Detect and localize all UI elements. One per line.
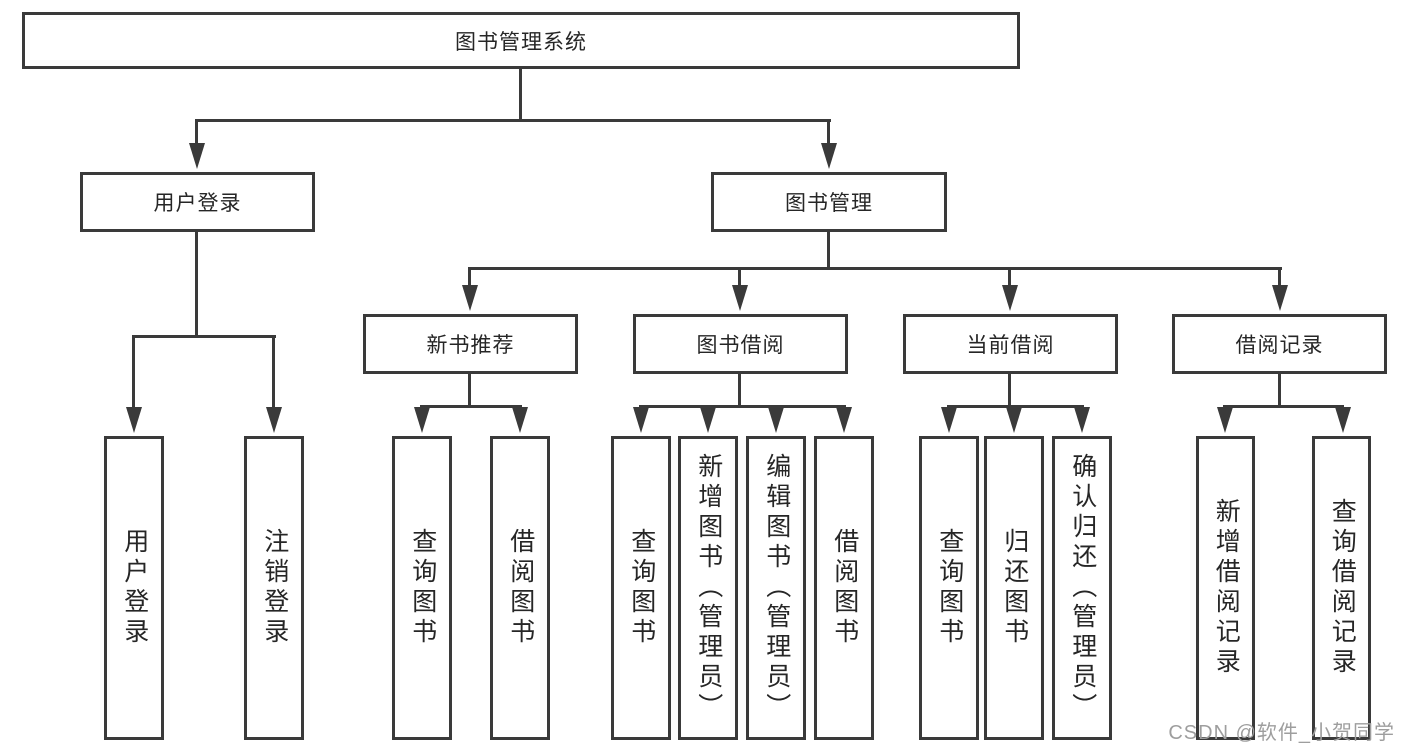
arrowhead-g4-leaf1 (941, 407, 957, 433)
node-user-login-branch-label: 用户登录 (153, 192, 242, 215)
leaf-user-login-label: 用户登录 (120, 528, 149, 648)
leaf-borrow-books-label: 借阅图书 (830, 528, 859, 648)
leaf-query-books-current: 查询图书 (919, 436, 979, 740)
connector-g3-rail (639, 405, 846, 408)
leaf-query-books-recommend-label: 查询图书 (408, 528, 437, 648)
arrowhead-g4-leaf2 (1006, 407, 1022, 433)
leaf-query-borrow-record-label: 查询借阅记录 (1328, 498, 1357, 678)
leaf-borrow-books-recommend-label: 借阅图书 (506, 528, 535, 648)
connector-g4-stem (1008, 374, 1011, 408)
node-book-borrow-label: 图书借阅 (696, 334, 785, 357)
arrowhead-g2-leaf2 (512, 407, 528, 433)
node-new-book-recommend-label: 新书推荐 (426, 334, 515, 357)
leaf-edit-books-admin-label: 编辑图书（管理员） (762, 453, 791, 723)
node-book-mgmt-branch: 图书管理 (711, 172, 947, 232)
leaf-borrow-books-recommend: 借阅图书 (490, 436, 550, 740)
arrowhead-user-login (189, 143, 205, 169)
leaf-query-books-borrow-label: 查询图书 (627, 528, 656, 648)
arrowhead-g4-leaf3 (1074, 407, 1090, 433)
leaf-add-borrow-record-label: 新增借阅记录 (1212, 498, 1241, 678)
leaf-edit-books-admin: 编辑图书（管理员） (746, 436, 806, 740)
connector-arrow-book-borrow-line (738, 267, 741, 289)
leaf-add-books-admin: 新增图书（管理员） (678, 436, 738, 740)
node-borrow-records-label: 借阅记录 (1235, 334, 1324, 357)
connector-arrow-borrow-records-line (1278, 267, 1281, 289)
connector-arrow-book-mgmt-line (827, 119, 830, 147)
connector-arrow-user-login-line (195, 119, 198, 147)
leaf-query-books-recommend: 查询图书 (392, 436, 452, 740)
node-current-borrow-label: 当前借阅 (966, 334, 1055, 357)
arrowhead-borrow-records (1272, 285, 1288, 311)
connector-g3-stem (738, 374, 741, 408)
node-user-login-branch: 用户登录 (80, 172, 315, 232)
connector-arrow-leaf-login-line (132, 335, 135, 409)
arrowhead-g3-leaf3 (768, 407, 784, 433)
leaf-user-login: 用户登录 (104, 436, 164, 740)
connector-root-stem (519, 68, 522, 121)
arrowhead-g3-leaf4 (836, 407, 852, 433)
node-book-borrow: 图书借阅 (633, 314, 848, 374)
arrowhead-g3-leaf1 (633, 407, 649, 433)
leaf-add-borrow-record: 新增借阅记录 (1196, 436, 1255, 740)
leaf-return-books-label: 归还图书 (1000, 528, 1029, 648)
leaf-confirm-return-admin-label: 确认归还（管理员） (1068, 453, 1097, 723)
arrowhead-g2-leaf1 (414, 407, 430, 433)
leaf-confirm-return-admin: 确认归还（管理员） (1052, 436, 1112, 740)
leaf-query-books-current-label: 查询图书 (935, 528, 964, 648)
leaf-query-borrow-record: 查询借阅记录 (1312, 436, 1371, 740)
leaf-logout-label: 注销登录 (260, 528, 289, 648)
csdn-watermark: CSDN @软件_小贺同学 (1168, 722, 1395, 744)
leaf-borrow-books: 借阅图书 (814, 436, 874, 740)
node-borrow-records: 借阅记录 (1172, 314, 1387, 374)
arrowhead-leaf-logout (266, 407, 282, 433)
connector-g5-rail (1223, 405, 1344, 408)
connector-user-login-stem (195, 232, 198, 338)
connector-book-mgmt-stem (827, 232, 830, 270)
node-current-borrow: 当前借阅 (903, 314, 1118, 374)
connector-arrow-new-book-line (468, 267, 471, 289)
leaf-add-books-admin-label: 新增图书（管理员） (694, 453, 723, 723)
arrowhead-current-borrow (1002, 285, 1018, 311)
arrowhead-book-mgmt (821, 143, 837, 169)
connector-g2-stem (468, 374, 471, 408)
arrowhead-g5-leaf1 (1217, 407, 1233, 433)
node-root-label: 图书管理系统 (455, 30, 587, 54)
connector-g4-rail (947, 405, 1084, 408)
connector-user-login-rail (132, 335, 276, 338)
arrowhead-book-borrow (732, 285, 748, 311)
connector-arrow-leaf-logout-line (272, 335, 275, 409)
leaf-return-books: 归还图书 (984, 436, 1044, 740)
arrowhead-g3-leaf2 (700, 407, 716, 433)
leaf-query-books-borrow: 查询图书 (611, 436, 671, 740)
arrowhead-leaf-login (126, 407, 142, 433)
node-new-book-recommend: 新书推荐 (363, 314, 578, 374)
arrowhead-g5-leaf2 (1335, 407, 1351, 433)
node-book-mgmt-branch-label: 图书管理 (785, 192, 873, 215)
connector-level1-rail (195, 119, 831, 122)
connector-arrow-current-borrow-line (1008, 267, 1011, 289)
leaf-logout: 注销登录 (244, 436, 304, 740)
connector-g5-stem (1278, 374, 1281, 408)
node-root: 图书管理系统 (22, 12, 1020, 69)
connector-g2-rail (420, 405, 522, 408)
connector-level2-rail (468, 267, 1282, 270)
arrowhead-new-book (462, 285, 478, 311)
